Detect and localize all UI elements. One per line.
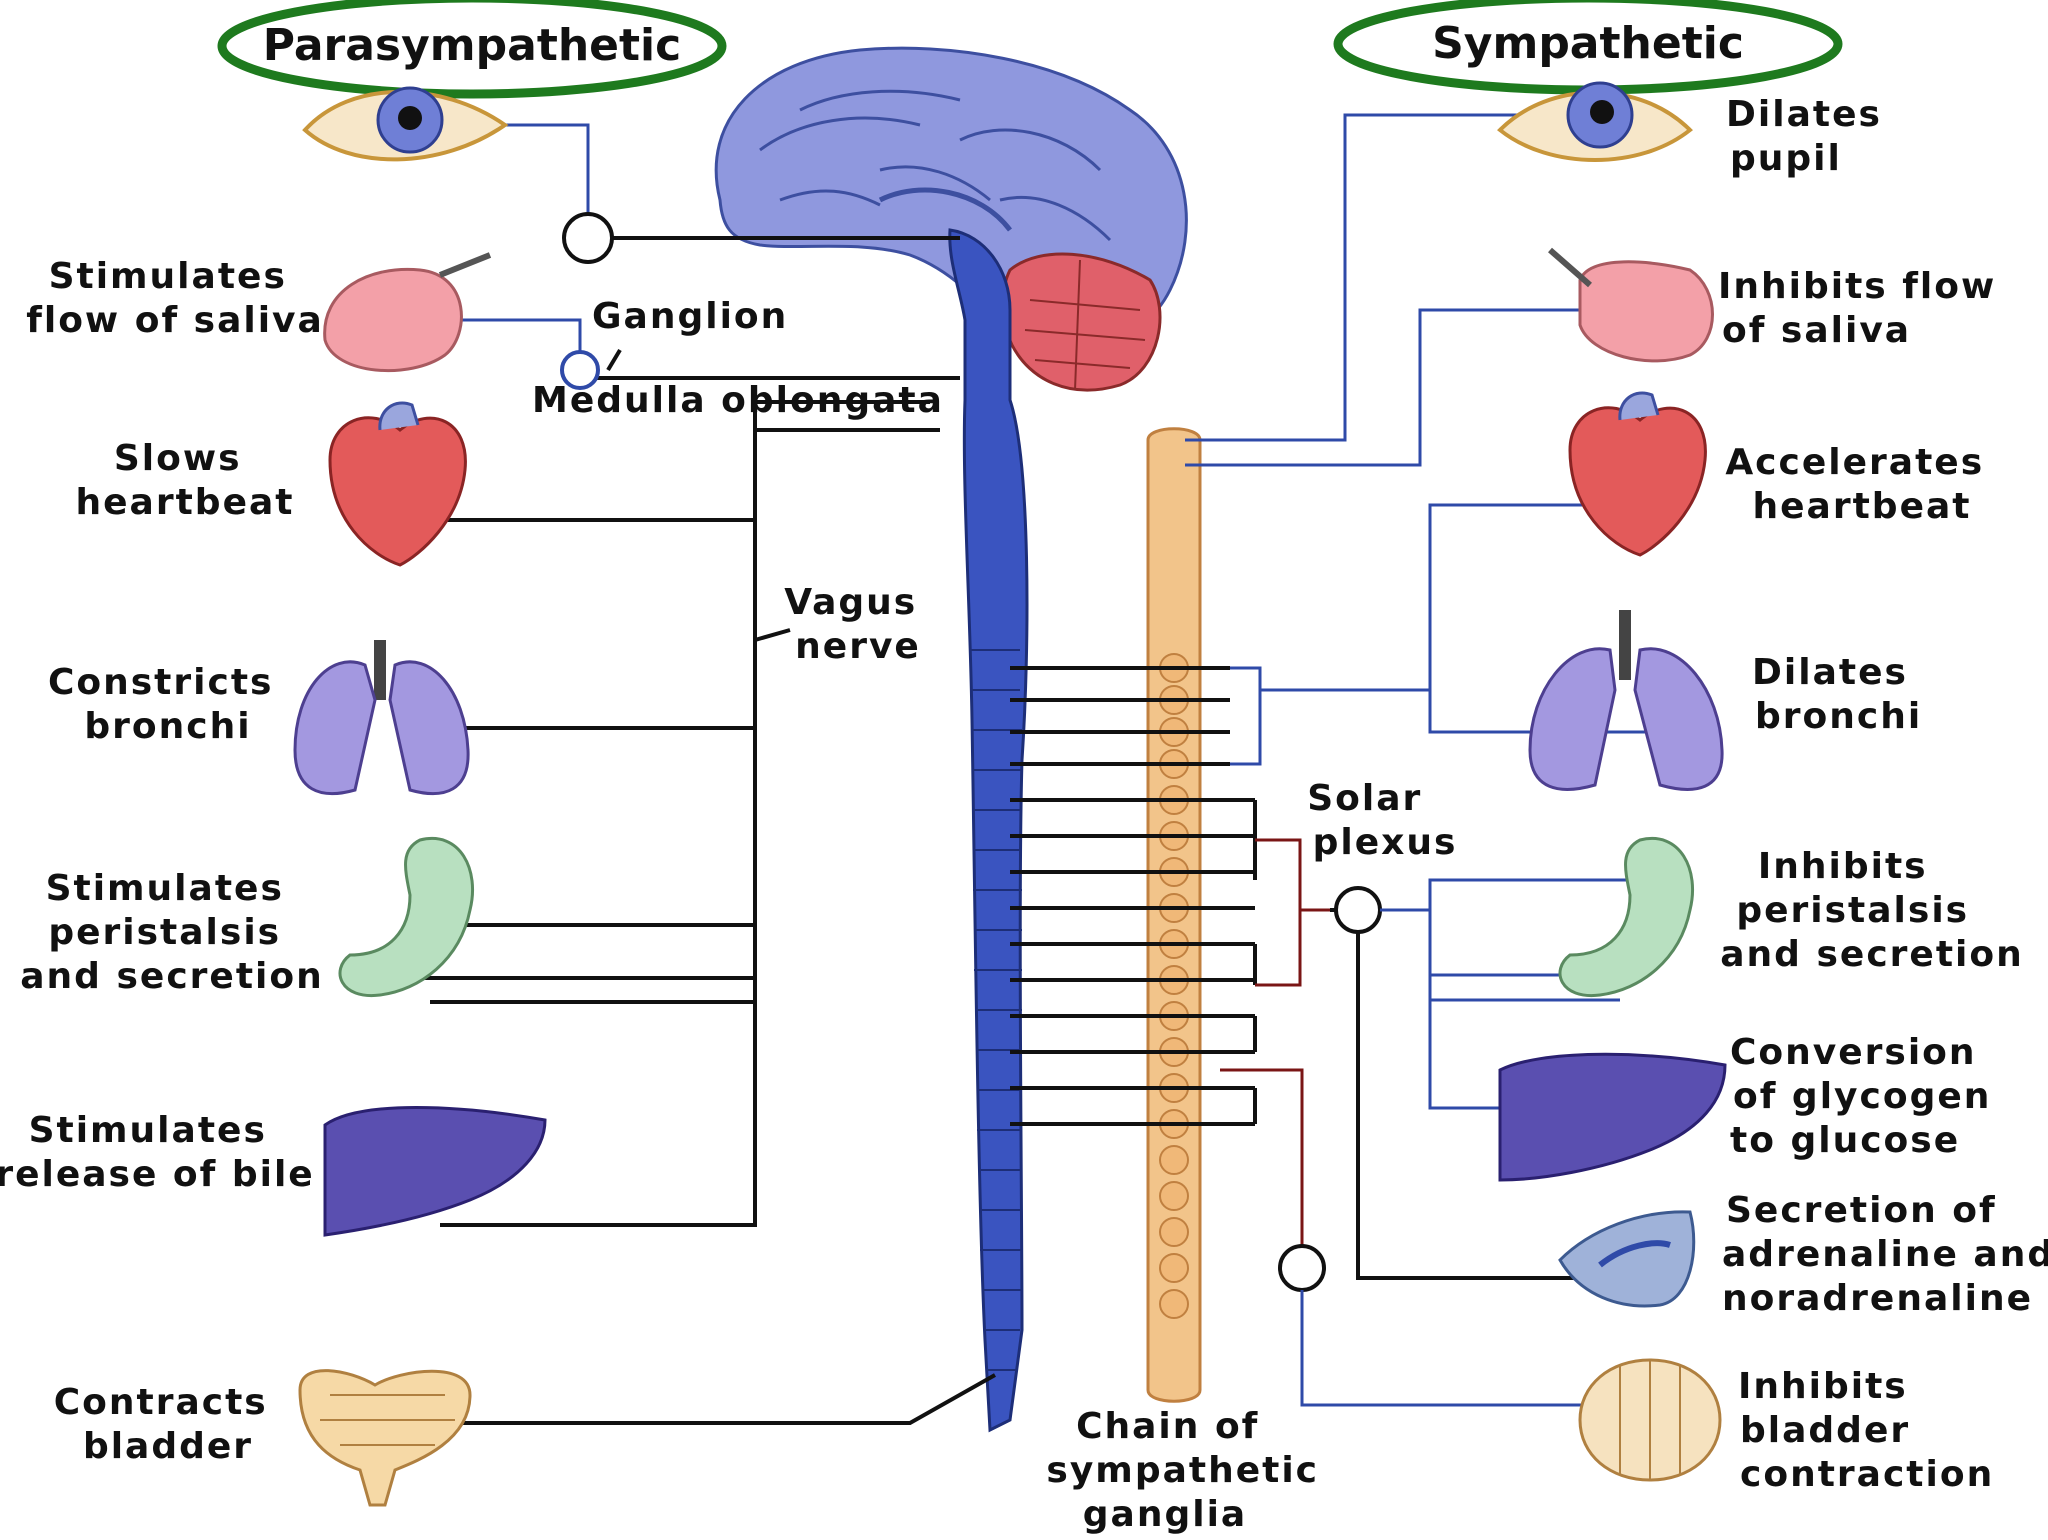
stomach-right — [1558, 837, 1695, 997]
salivary-gland-left — [323, 252, 492, 373]
heading-parasympathetic: Parasympathetic — [217, 0, 727, 99]
label-glycogen-conversion: Conversion of glycogen to glucose — [1730, 1032, 2006, 1161]
highlight-ring-left — [217, 0, 727, 99]
bladder-ganglion — [1278, 1244, 1326, 1292]
label-dilates-bronchi: Dilates bronchi — [1752, 652, 1922, 737]
label-line: nerve — [795, 626, 921, 667]
label-vagus-nerve: Vagus nerve — [784, 582, 932, 667]
label-slows-heartbeat: Slows heartbeat — [76, 438, 295, 523]
salivary-gland-right — [1548, 247, 1714, 363]
cord-chain-connectors — [1010, 666, 1330, 1126]
ciliary-ganglion — [562, 212, 614, 264]
bladder-left — [298, 1369, 472, 1507]
label-line: Accelerates — [1725, 442, 1984, 483]
label-line: Inhibits — [1758, 846, 1928, 887]
label-line: Chain of — [1076, 1406, 1259, 1447]
label-line: contraction — [1740, 1454, 1994, 1495]
label-line: of saliva — [1722, 310, 1911, 351]
label-line: Dilates — [1726, 94, 1882, 135]
label-release-of-bile: Stimulates release of bile — [0, 1110, 315, 1195]
eye-right — [1497, 81, 1693, 162]
lungs-right — [1528, 610, 1724, 791]
label-solar-plexus: Solar plexus — [1307, 778, 1457, 863]
label-sympathetic-chain: Chain of sympathetic ganglia — [1046, 1406, 1333, 1535]
label-line: Vagus — [784, 582, 917, 623]
stomach-left — [338, 837, 475, 997]
adrenal-gland-right — [1558, 1210, 1696, 1308]
label-line: bronchi — [84, 706, 251, 747]
label-line: ganglia — [1083, 1494, 1247, 1535]
label-line: bladder — [1740, 1410, 1910, 1451]
sympathetic-wiring — [1185, 113, 1650, 1407]
label-line: peristalsis — [1736, 890, 1969, 931]
eye-left — [302, 86, 509, 162]
label-line: and secretion — [1720, 934, 2024, 975]
label-accelerates-heartbeat: Accelerates heartbeat — [1725, 442, 1998, 527]
bladder-right — [1578, 1358, 1722, 1482]
label-line: Dilates — [1752, 652, 1908, 693]
label-line: release of bile — [0, 1154, 315, 1195]
label-line: Secretion of — [1726, 1190, 1997, 1231]
heart-left — [328, 401, 467, 567]
label-line: peristalsis — [48, 912, 281, 953]
heading-right-text: Sympathetic — [1432, 18, 1744, 69]
label-line: Inhibits — [1738, 1366, 1908, 1407]
label-line: Inhibits flow — [1718, 266, 1996, 307]
solar-plexus-ganglion — [1334, 886, 1382, 934]
label-line: to glucose — [1730, 1120, 1960, 1161]
label-ganglion: Ganglion — [592, 296, 788, 337]
sympathetic-chain — [1146, 427, 1202, 1403]
label-line: adrenaline and — [1722, 1234, 2048, 1275]
label-adrenaline-secretion: Secretion of adrenaline and noradrenalin… — [1722, 1190, 2048, 1319]
label-line: Slows — [114, 438, 242, 479]
label-line: Solar — [1307, 778, 1422, 819]
cerebellum — [1001, 252, 1162, 392]
label-line: heartbeat — [1753, 486, 1972, 527]
salivary-ganglion — [560, 350, 600, 390]
heading-left-text: Parasympathetic — [263, 20, 681, 71]
label-line: flow of saliva — [26, 300, 324, 341]
label-line: heartbeat — [76, 482, 295, 523]
label-line: Contracts — [54, 1382, 268, 1423]
label-medulla-oblongata: Medulla oblongata — [532, 380, 944, 421]
label-line: bronchi — [1755, 696, 1922, 737]
label-line: Stimulates — [49, 256, 287, 297]
label-line: of glycogen — [1733, 1076, 1991, 1117]
label-line: sympathetic — [1046, 1450, 1319, 1491]
heading-sympathetic: Sympathetic — [1333, 0, 1843, 95]
heart-right — [1568, 391, 1707, 557]
label-stimulates-saliva: Stimulates flow of saliva — [26, 256, 324, 341]
parasympathetic-wiring — [400, 123, 996, 1425]
label-inhibits-saliva: Inhibits flow of saliva — [1718, 266, 2011, 351]
label-line: Stimulates — [29, 1110, 267, 1151]
label-line: bladder — [83, 1426, 253, 1467]
label-line: Stimulates — [46, 868, 284, 909]
label-inhibits-bladder: Inhibits bladder contraction — [1738, 1366, 1994, 1495]
label-contracts-bladder: Contracts bladder — [54, 1382, 283, 1467]
label-line: plexus — [1313, 822, 1458, 863]
liver-right — [1498, 1052, 1727, 1182]
lungs-left — [293, 640, 470, 796]
label-line: and secretion — [20, 956, 324, 997]
label-inhibits-peristalsis: Inhibits peristalsis and secretion — [1720, 846, 2024, 975]
label-line: Conversion — [1730, 1032, 1977, 1073]
label-stimulates-peristalsis: Stimulates peristalsis and secretion — [20, 868, 324, 997]
spinal-cord — [948, 228, 1029, 1433]
label-dilates-pupil: Dilates pupil — [1726, 94, 1896, 179]
label-line: Constricts — [48, 662, 274, 703]
label-line: pupil — [1730, 138, 1842, 179]
label-constricts-bronchi: Constricts bronchi — [48, 662, 288, 747]
liver-left — [323, 1106, 547, 1237]
label-line: noradrenaline — [1722, 1278, 2033, 1319]
